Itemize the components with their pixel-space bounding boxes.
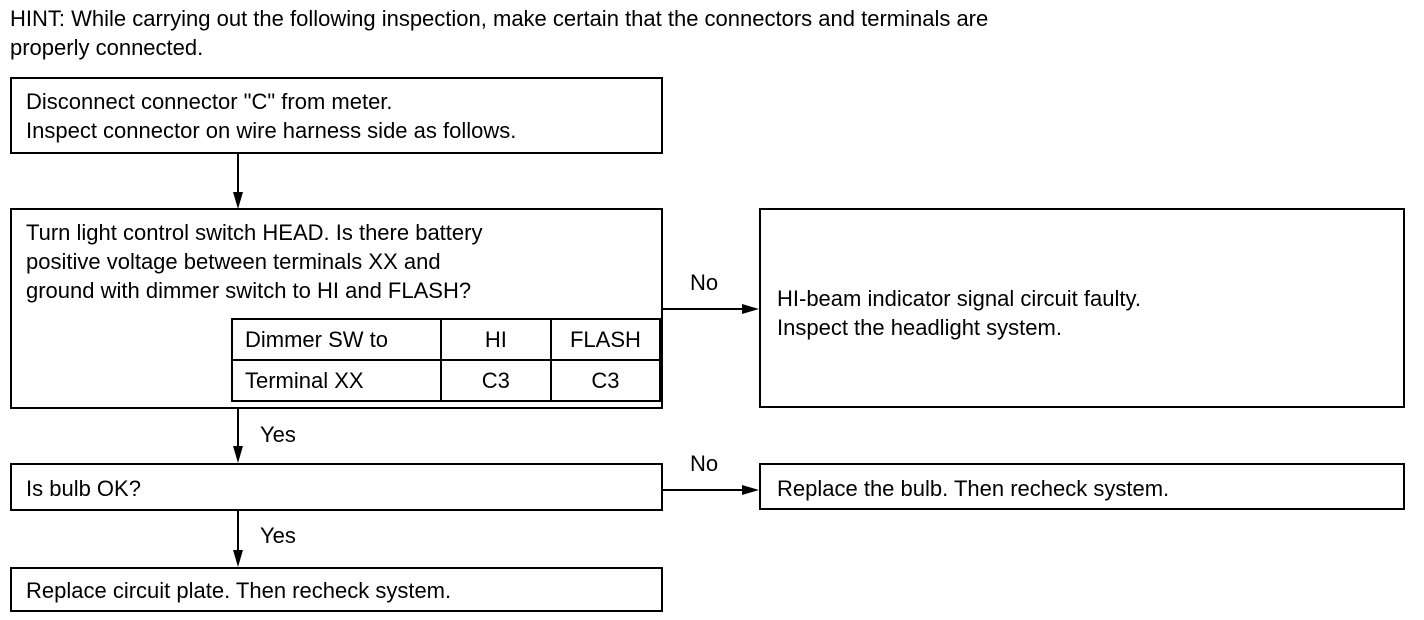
label-yes-2: Yes — [260, 523, 296, 548]
step4-text: Replace circuit plate. Then recheck syst… — [26, 578, 452, 603]
step2-box: Turn light control switch HEAD. Is there… — [10, 208, 663, 409]
result-no1-line-2: Inspect the headlight system. — [777, 315, 1062, 340]
table-cell: C3 — [439, 359, 552, 402]
hint-text: HINT: While carrying out the following i… — [10, 4, 1400, 62]
step2-line-1: Turn light control switch HEAD. Is there… — [26, 220, 483, 245]
hint-line-2: properly connected. — [10, 35, 204, 60]
table-row: Dimmer SW to HI FLASH — [231, 318, 662, 361]
step2-line-3: ground with dimmer switch to HI and FLAS… — [26, 278, 472, 303]
label-no-2: No — [690, 451, 719, 476]
step1-line-2: Inspect connector on wire harness side a… — [26, 118, 517, 143]
step3-text: Is bulb OK? — [26, 476, 141, 501]
result-no1-box: HI-beam indicator signal circuit faulty.… — [759, 208, 1405, 408]
arrowhead-down-3 — [233, 550, 243, 567]
table-cell: FLASH — [549, 318, 662, 361]
table-cell: Dimmer SW to — [231, 318, 442, 361]
arrowhead-down-2 — [233, 446, 243, 463]
step2-line-2: positive voltage between terminals XX an… — [26, 249, 441, 274]
table-cell: C3 — [549, 359, 662, 402]
arrowhead-right-2 — [742, 485, 759, 495]
label-yes-1: Yes — [260, 422, 296, 447]
table-cell: HI — [439, 318, 552, 361]
result-no2-box: Replace the bulb. Then recheck system. — [759, 463, 1405, 510]
step1-line-1: Disconnect connector "C" from meter. — [26, 89, 393, 114]
dimmer-terminal-table: Dimmer SW to HI FLASH Terminal XX C3 C3 — [231, 318, 662, 402]
step2-text: Turn light control switch HEAD. Is there… — [26, 218, 482, 305]
table-cell: Terminal XX — [231, 359, 442, 402]
arrowhead-down-1 — [233, 192, 243, 209]
result-no1-text: HI-beam indicator signal circuit faulty.… — [777, 284, 1141, 342]
step4-box: Replace circuit plate. Then recheck syst… — [10, 567, 663, 612]
table-row: Terminal XX C3 C3 — [231, 359, 662, 402]
step1-box: Disconnect connector "C" from meter. Ins… — [10, 77, 663, 154]
result-no1-line-1: HI-beam indicator signal circuit faulty. — [777, 286, 1141, 311]
label-no-1: No — [690, 270, 719, 295]
hint-line-1: HINT: While carrying out the following i… — [10, 6, 989, 31]
result-no2-text: Replace the bulb. Then recheck system. — [777, 476, 1170, 501]
step1-text: Disconnect connector "C" from meter. Ins… — [26, 87, 516, 145]
arrowhead-right-1 — [742, 304, 759, 314]
step3-box: Is bulb OK? — [10, 463, 663, 511]
